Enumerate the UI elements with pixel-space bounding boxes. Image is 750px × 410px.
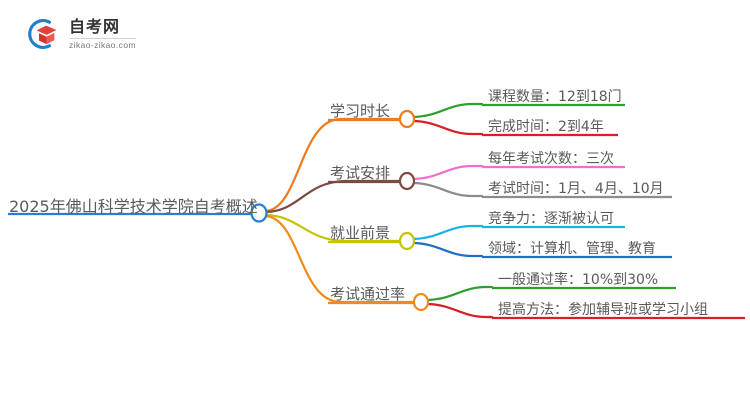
branch-curve-3 xyxy=(264,213,402,243)
twig-3-1 xyxy=(412,224,484,241)
branch-label-exam-schedule[interactable]: 考试安排 xyxy=(330,164,391,182)
logo-site-name: 自考网 xyxy=(69,16,121,36)
twig-2-2 xyxy=(412,181,484,198)
branch-label-career-prospects[interactable]: 就业前景 xyxy=(330,224,391,242)
leaf-label-course-count[interactable]: 课程数量：12到18门 xyxy=(488,89,622,105)
leaf-label-improvement-methods[interactable]: 提高方法：参加辅导班或学习小组 xyxy=(498,302,708,318)
twig-1-1 xyxy=(412,102,484,119)
twig-3-2 xyxy=(412,241,484,258)
node-dot-4 xyxy=(412,292,430,312)
twig-1-2 xyxy=(412,119,484,136)
branch-curve-4 xyxy=(264,214,416,304)
root-node-label[interactable]: 2025年佛山科学技术学院自考概述 xyxy=(9,197,258,216)
twig-4-1 xyxy=(426,285,494,302)
root-node-dot xyxy=(250,203,268,223)
logo-divider xyxy=(69,37,136,39)
branch-label-study-duration[interactable]: 学习时长 xyxy=(330,102,391,120)
twig-4-2 xyxy=(426,302,494,319)
branch-label-pass-rate[interactable]: 考试通过率 xyxy=(330,285,406,303)
node-dot-3 xyxy=(398,231,416,251)
leaf-label-exam-months[interactable]: 考试时间：1月、4月、10月 xyxy=(488,181,664,197)
leaf-label-completion-time[interactable]: 完成时间：2到4年 xyxy=(488,119,604,135)
logo-domain: zikao-zikao.com xyxy=(69,39,136,50)
node-dot-2 xyxy=(398,171,416,191)
twig-2-1 xyxy=(412,164,484,181)
site-logo[interactable]: 自考网 zikao-zikao.com xyxy=(24,10,174,58)
leaf-label-exams-per-year[interactable]: 每年考试次数：三次 xyxy=(488,151,614,167)
leaf-label-competitiveness[interactable]: 竞争力：逐渐被认可 xyxy=(488,211,614,227)
graduation-book-icon xyxy=(24,15,62,53)
node-dot-1 xyxy=(398,109,416,129)
leaf-label-typical-pass-rate[interactable]: 一般通过率：10%到30% xyxy=(498,272,659,288)
leaf-label-fields[interactable]: 领域：计算机、管理、教育 xyxy=(488,241,656,257)
